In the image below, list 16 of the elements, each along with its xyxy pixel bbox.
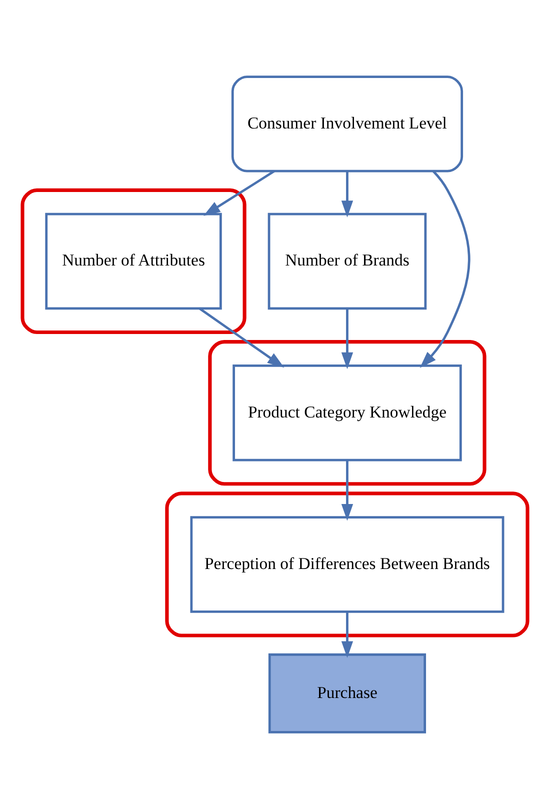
arrow	[341, 612, 354, 658]
arrow	[198, 307, 284, 368]
node-box: Consumer Involvement Level	[231, 76, 464, 172]
arrow	[203, 170, 275, 216]
node-box: Perception of Differences Between Brands	[190, 516, 504, 613]
node-box: Number of Brands	[268, 212, 427, 310]
cluster	[165, 492, 530, 638]
node-box: Number of Attributes	[45, 212, 222, 310]
arrow	[420, 170, 470, 368]
arrow	[341, 308, 354, 370]
cluster	[20, 188, 246, 334]
node-box: Purchase	[268, 653, 426, 734]
node-box: Product Category Knowledge	[232, 364, 462, 462]
cluster	[208, 340, 486, 486]
arrow	[341, 460, 354, 521]
arrow	[341, 171, 354, 218]
